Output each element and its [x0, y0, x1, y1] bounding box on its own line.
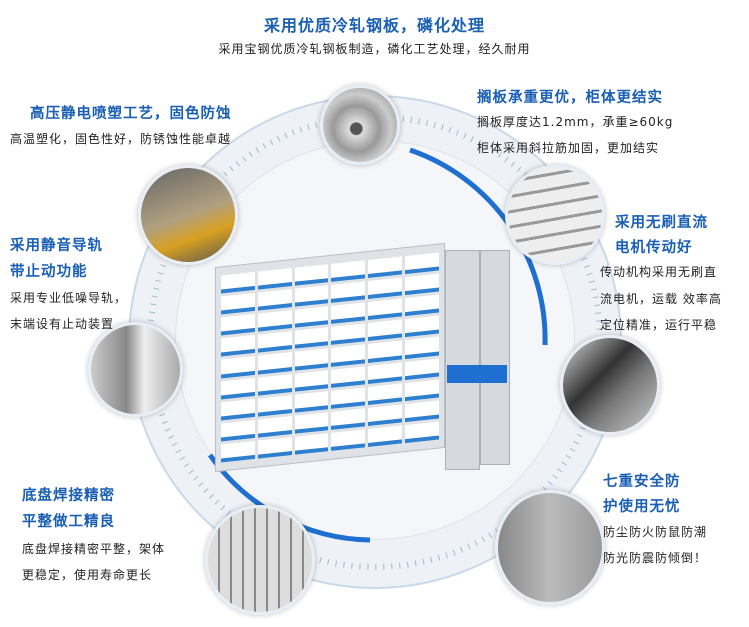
shelf-photo [505, 165, 605, 265]
right3-title: 七重安全防 [603, 474, 681, 490]
chassis-photo [205, 505, 315, 615]
right3-line: 防光防震防倾倒！ [603, 551, 708, 565]
right2-line: 定位精准，运行平稳 [600, 318, 718, 332]
rail-photo [88, 322, 183, 417]
door-safety-photo [495, 490, 605, 605]
spray-line-photo [138, 165, 238, 265]
left2-line: 采用专业低噪导轨， [10, 291, 128, 305]
left2-line: 末端设有止动装置 [10, 317, 115, 331]
top-title: 采用优质冷轧钢板，磷化处理 [263, 16, 485, 35]
left2-title: 采用静音导轨 [10, 238, 103, 254]
right2-title: 电机传动好 [615, 240, 693, 256]
left3-title: 底盘焊接精密 [22, 488, 115, 504]
right1-line: 搁板厚度达1.2mm，承重≥60kg [477, 115, 674, 129]
right2-line: 流电机，运载 效率高 [600, 292, 722, 306]
steel-coil-photo [320, 85, 400, 165]
left1-title: 高压静电喷塑工艺，固色防蚀 [30, 106, 232, 122]
right2-title: 采用无刷直流 [615, 215, 708, 231]
right1-line: 柜体采用斜拉筋加固，更加结实 [477, 141, 660, 155]
left1-sub: 高温塑化，固色性好，防锈蚀性能卓越 [10, 132, 232, 146]
right2-line: 传动机构采用无刷直 [600, 265, 718, 279]
left3-line: 更稳定，使用寿命更长 [22, 568, 153, 582]
right3-line: 防尘防火防鼠防潮 [603, 525, 708, 539]
right3-title: 护使用无忧 [603, 499, 681, 515]
right1-title: 搁板承重更优，柜体更结实 [477, 90, 663, 106]
left2-title: 带止动功能 [10, 264, 88, 280]
left3-line: 底盘焊接精密平整，架体 [22, 542, 166, 556]
top-subtitle: 采用宝钢优质冷轧钢板制造，磷化工艺处理，经久耐用 [218, 42, 531, 56]
left3-title: 平整做工精良 [22, 514, 115, 530]
motor-photo [560, 335, 660, 435]
